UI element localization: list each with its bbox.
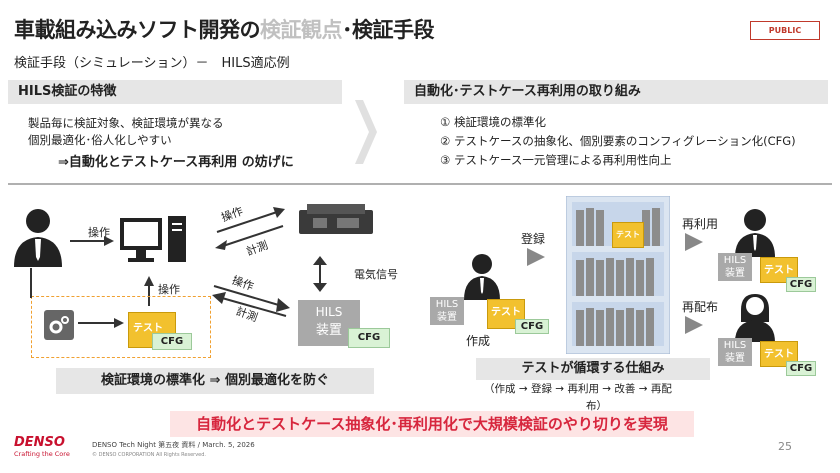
automation-header: 自動化･テストケース再利用の取り組み [404,80,828,104]
operate-label-2: 操作 [158,283,180,296]
footer-event: DENSO Tech Night 第五夜 資料 / March. 5, 2026 [92,441,255,449]
chevron-right-icon [355,100,377,164]
create-label: 作成 [466,334,491,348]
arrow-right-icon [70,236,114,246]
hils-device-box: HILS 装置 [298,300,360,346]
ecu-board-icon [299,204,373,234]
denso-logo: DENSO [14,435,65,450]
test-env-frame [31,296,211,358]
arrow-up-icon [144,276,154,306]
cfg-badge: CFG [152,333,192,350]
standardization-banner: 検証環境の標準化 ⇒ 個別最適化を防ぐ [56,368,374,394]
key-message: 自動化とテストケース抽象化･再利用化で大規模検証のやり切りを実現 [170,411,694,437]
triangle-right-icon [685,233,703,251]
cfg-badge: CFG [515,319,549,334]
cfg-badge: CFG [786,361,816,376]
triangle-right-icon [527,248,545,266]
footer-copyright: © DENSO CORPORATION All Rights Reserved. [92,452,206,458]
engineer-person-icon [14,209,62,267]
test-repository-shelf [566,196,670,354]
arrow-right-icon [78,318,124,328]
register-label: 登録 [521,232,546,246]
feature-conclusion: ⇒自動化とテストケース再利用 の妨げに [58,155,294,170]
public-badge: PUBLIC [750,21,820,40]
slide-title: 車載組み込みソフト開発の検証観点･検証手段 [14,18,435,42]
bidirectional-arrows-icon [212,285,290,317]
feature-line-1: 製品毎に検証対象、検証環境が異なる [28,116,224,130]
hils-features-header: HILS検証の特徴 [8,80,342,104]
electric-signal-label: 電気信号 [354,268,398,281]
bidirectional-arrows-icon [215,207,285,250]
vertical-double-arrow-icon [313,256,327,292]
triangle-right-icon [685,316,703,334]
page-number: 25 [778,440,792,453]
computer-icon [120,216,186,262]
cycle-banner: テストが循環する仕組み [476,358,710,380]
test-document-icon: テスト [612,222,644,248]
cfg-badge: CFG [348,328,390,348]
feature-line-2: 個別最適化･俗人化しやすい [28,133,172,147]
reuse-label: 再利用 [682,217,719,231]
automation-item-3: ③ テストケース一元管理による再利用性向上 [440,153,672,167]
denso-tagline: Crafting the Core [14,450,70,458]
gear-icon [44,310,74,340]
engineer-person-icon [735,209,775,257]
connector-line [30,268,32,298]
redistribute-label: 再配布 [682,300,719,314]
cycle-steps-cont: 布） [586,400,607,412]
automation-item-1: ① 検証環境の標準化 [440,115,546,129]
operate-label-1: 操作 [88,226,110,239]
slide-subtitle: 検証手段（シミュレーション）－ HILS適応例 [14,56,290,71]
section-divider [8,183,832,185]
cycle-steps: （作成 → 登録 → 再利用 → 改善 → 再配 [484,383,672,395]
cfg-badge: CFG [786,277,816,292]
engineer-person-icon [464,254,500,300]
engineer-woman-icon [735,294,775,342]
automation-item-2: ② テストケースの抽象化、個別要素のコンフィグレーション化(CFG) [440,134,796,148]
